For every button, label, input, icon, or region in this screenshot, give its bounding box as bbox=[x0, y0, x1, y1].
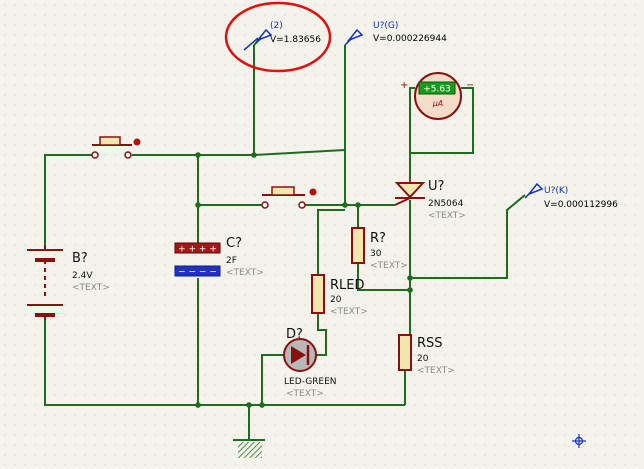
probe-g-name: U?(G) bbox=[373, 21, 398, 31]
probe-k-name: U?(K) bbox=[544, 186, 568, 196]
resistor-rled-ref: RLED bbox=[330, 278, 365, 293]
resistor-rss[interactable] bbox=[398, 334, 412, 371]
capacitor-value: 2F bbox=[226, 256, 237, 266]
resistor-rss-ref: RSS bbox=[417, 336, 443, 351]
scr-value: 2N5064 bbox=[428, 199, 464, 209]
ammeter[interactable]: +5.63 μA bbox=[414, 72, 462, 120]
wire-r-bottom[interactable] bbox=[357, 263, 410, 291]
ammeter-unit: μA bbox=[432, 99, 444, 108]
origin-marker-icon bbox=[572, 434, 586, 448]
resistor-r[interactable] bbox=[351, 227, 365, 264]
ammeter-display: +5.63 bbox=[423, 85, 451, 95]
resistor-r-value: 30 bbox=[370, 249, 382, 259]
capacitor-c[interactable]: + + + + − − − − bbox=[174, 242, 221, 278]
led-text: <TEXT> bbox=[286, 389, 324, 399]
probe-g[interactable] bbox=[344, 28, 364, 46]
probe-2-name: (2) bbox=[270, 21, 283, 31]
wire-rled-top[interactable] bbox=[317, 209, 345, 275]
wire-gate-probe[interactable] bbox=[344, 45, 395, 206]
led-ref: D? bbox=[286, 327, 303, 342]
wire-battery-top[interactable] bbox=[44, 154, 92, 245]
wire-battery-bottom[interactable] bbox=[44, 320, 405, 406]
junction-dots bbox=[195, 152, 413, 408]
push-switch-2[interactable] bbox=[261, 186, 317, 209]
capacitor-ref: C? bbox=[226, 236, 242, 251]
wire-probe-k[interactable] bbox=[410, 194, 526, 279]
wire-rled-to-led[interactable] bbox=[316, 313, 327, 356]
led-diode[interactable] bbox=[283, 338, 317, 372]
battery-text: <TEXT> bbox=[72, 283, 110, 293]
battery-ref: B? bbox=[72, 251, 88, 266]
led-value: LED-GREEN bbox=[284, 377, 337, 387]
probe-k-reading: V=0.000112996 bbox=[544, 200, 618, 210]
scr-text: <TEXT> bbox=[428, 211, 466, 221]
scr-ref: U? bbox=[428, 179, 444, 194]
resistor-rled-text: <TEXT> bbox=[330, 307, 368, 317]
probe-g-reading: V=0.000226944 bbox=[373, 34, 447, 44]
ammeter-minus: − bbox=[466, 80, 474, 91]
wire-r-top[interactable] bbox=[345, 204, 359, 228]
resistor-rss-value: 20 bbox=[417, 354, 429, 364]
ground-symbol[interactable] bbox=[233, 439, 265, 458]
push-switch-1[interactable] bbox=[91, 136, 141, 159]
probe-2[interactable] bbox=[243, 28, 273, 51]
resistor-rled[interactable] bbox=[311, 274, 325, 314]
ammeter-plus: + bbox=[400, 80, 408, 91]
capacitor-text: <TEXT> bbox=[226, 268, 264, 278]
scr-thyristor[interactable] bbox=[394, 182, 426, 206]
probe-2-reading: V=1.83656 bbox=[270, 35, 321, 45]
resistor-rss-text: <TEXT> bbox=[417, 366, 455, 376]
svg-text:+ + + +: + + + + bbox=[178, 245, 217, 255]
resistor-rled-value: 20 bbox=[330, 295, 342, 305]
highlight-ellipse bbox=[224, 1, 332, 73]
wire-switch1-right[interactable] bbox=[132, 149, 346, 156]
svg-text:− − − −: − − − − bbox=[178, 268, 217, 278]
wire-led-to-ground[interactable] bbox=[261, 354, 284, 405]
battery-b[interactable] bbox=[27, 245, 63, 320]
wire-anode-meter[interactable] bbox=[409, 87, 415, 183]
wire-meter-right[interactable] bbox=[410, 87, 474, 154]
resistor-r-text: <TEXT> bbox=[370, 261, 408, 271]
battery-value: 2.4V bbox=[72, 271, 93, 281]
resistor-r-ref: R? bbox=[370, 231, 386, 246]
probe-k[interactable] bbox=[524, 182, 544, 199]
